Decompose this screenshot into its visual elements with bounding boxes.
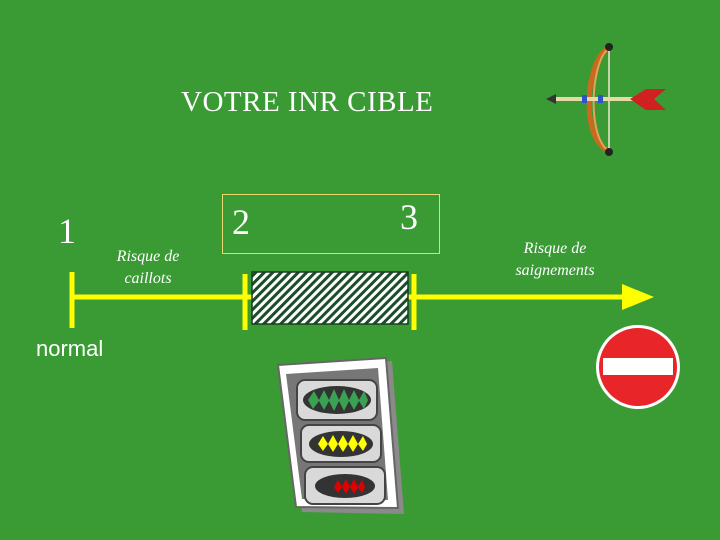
traffic-light-icon [276, 356, 404, 514]
inr-label-3: 3 [400, 197, 418, 237]
target-range-box [222, 194, 440, 254]
bow-and-arrow-icon [546, 43, 666, 156]
inr-label-1: 1 [58, 211, 76, 251]
normal-label: normal [36, 336, 104, 361]
inr-axis [69, 271, 654, 330]
no-entry-sign-icon [596, 325, 680, 409]
slide-title: VOTRE INR CIBLE [181, 86, 434, 118]
clot-risk-label: Risque de caillots [116, 248, 180, 287]
target-range-hatch [251, 271, 409, 325]
bleed-risk-label: Risque de saignements [515, 240, 595, 279]
axis-arrowhead [622, 284, 654, 310]
inr-label-2: 2 [232, 202, 250, 242]
